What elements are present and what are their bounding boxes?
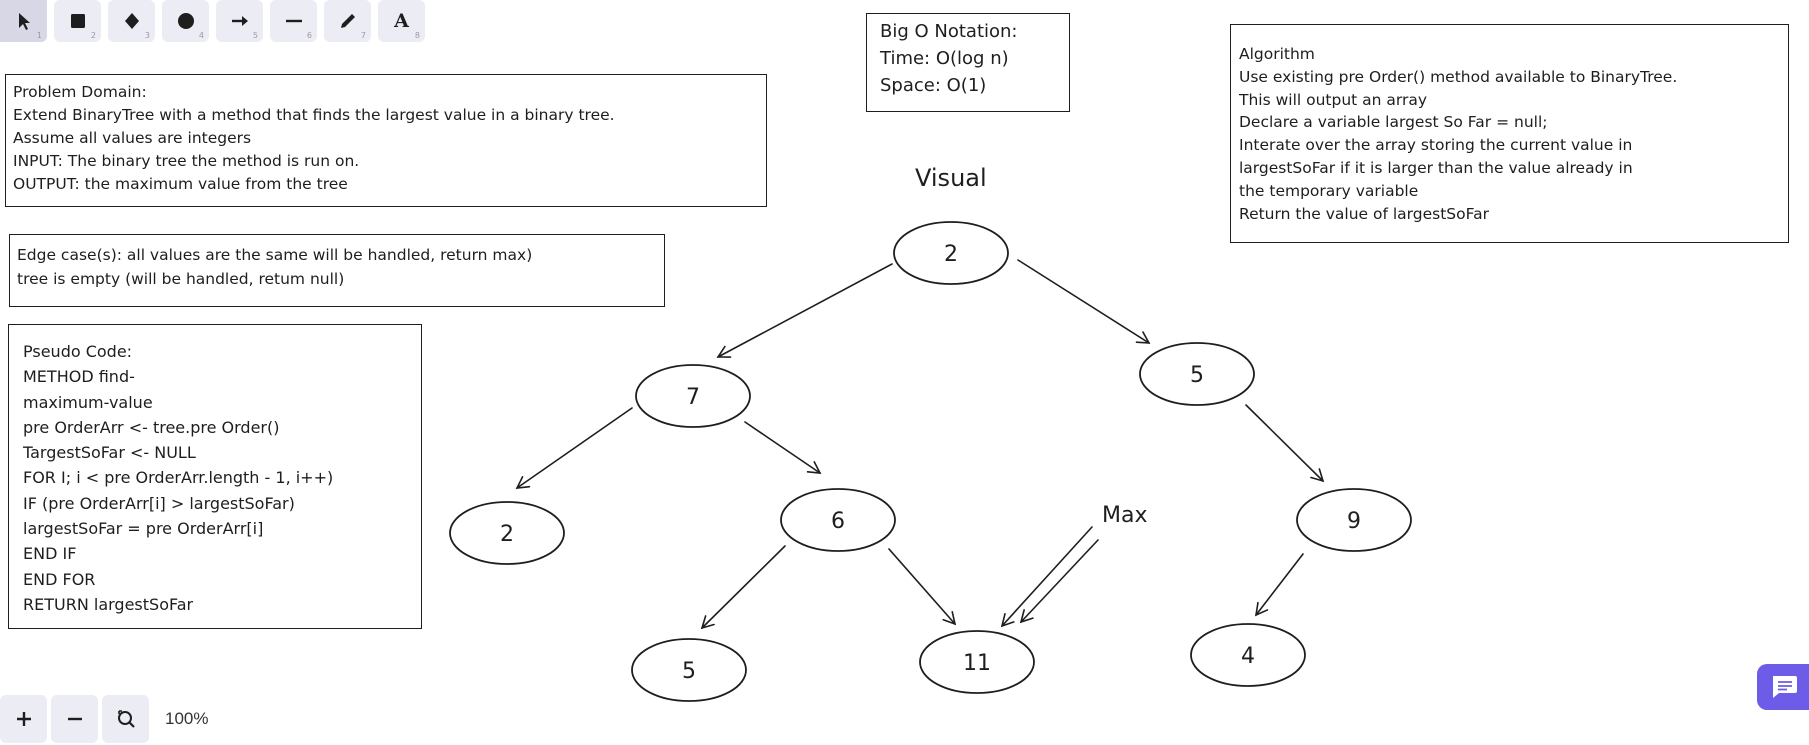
- pseudo-code-line: pre OrderArr <- tree.pre Order(): [23, 417, 280, 437]
- algorithm-line: Interate over the array storing the curr…: [1239, 136, 1633, 155]
- edge-7-right: [744, 421, 822, 474]
- visual-title: Visual: [915, 164, 987, 192]
- tree-node-7: [635, 364, 751, 428]
- algorithm-line: the temporary variable: [1239, 181, 1419, 200]
- tree-node-5-leaf: [631, 638, 747, 702]
- tree-node-6: [780, 488, 896, 552]
- edge-6-left: [700, 545, 786, 630]
- shortcut-key: 4: [198, 31, 204, 40]
- node-label-11: 11: [963, 651, 991, 676]
- shortcut-key: 8: [414, 31, 420, 40]
- node-label-7: 7: [686, 385, 700, 410]
- algorithm-line: Declare a variable largest So Far = null…: [1239, 113, 1548, 132]
- node-label-5-right: 5: [1190, 363, 1204, 388]
- node-label-6: 6: [831, 509, 845, 534]
- shortcut-key: 6: [306, 31, 312, 40]
- pseudo-code-line: maximum-value: [23, 392, 153, 412]
- node-label-4: 4: [1241, 644, 1255, 669]
- draw-tool-button[interactable]: 7: [324, 0, 371, 42]
- tree-node-11: [919, 630, 1035, 694]
- pseudo-code-line: END IF: [23, 544, 77, 564]
- plus-icon: [16, 712, 31, 726]
- big-o-line: Space: O(1): [880, 75, 987, 96]
- diamond-tool-button[interactable]: 3: [108, 0, 155, 42]
- zoom-in-button[interactable]: [0, 695, 47, 743]
- algorithm-line: Use existing pre Order() method availabl…: [1239, 67, 1678, 86]
- circle-icon: [177, 13, 194, 29]
- pseudo-code-line: TargestSoFar <- NULL: [23, 443, 196, 463]
- max-arrow-1: [1000, 526, 1093, 628]
- text-tool-button[interactable]: A 8: [378, 0, 425, 42]
- ellipse-tool-button[interactable]: 4: [162, 0, 209, 42]
- square-icon: [70, 14, 85, 28]
- shortcut-key: 3: [144, 31, 150, 40]
- edge-case-line: tree is empty (will be handled, retum nu…: [17, 270, 345, 288]
- shortcut-key: 2: [90, 31, 96, 40]
- algorithm-line: Return the value of largestSoFar: [1239, 204, 1489, 223]
- line-icon: [285, 19, 302, 23]
- diamond-icon: [124, 13, 139, 29]
- shortcut-key: 5: [252, 31, 258, 40]
- selection-tool-button[interactable]: 1: [0, 0, 47, 42]
- algorithm-box[interactable]: Algorithm Use existing pre Order() metho…: [1230, 24, 1789, 243]
- problem-domain-line: Assume all values are integers: [13, 129, 252, 147]
- edge-5-right: [1245, 404, 1325, 483]
- big-o-line: Time: O(log n): [880, 48, 1009, 69]
- pseudo-code-line: METHOD find-: [23, 367, 135, 387]
- node-label-root: 2: [944, 242, 958, 267]
- edge-case-line: Edge case(s): all values are the same wi…: [17, 246, 533, 264]
- node-label-5-leaf: 5: [682, 659, 696, 684]
- algorithm-line: Algorithm: [1239, 45, 1315, 63]
- zoom-out-button[interactable]: [51, 695, 98, 743]
- pseudo-code-line: RETURN largestSoFar: [23, 594, 194, 614]
- drawing-toolbar: 1 2 3 4 5 6 7 A 8: [0, 0, 425, 42]
- tree-node-2-leaf: [449, 501, 565, 565]
- shortcut-key: 1: [36, 31, 42, 40]
- edge-9-left: [1254, 553, 1304, 617]
- max-arrow-2: [1019, 539, 1099, 624]
- big-o-box[interactable]: Big O Notation: Time: O(log n) Space: O(…: [866, 13, 1070, 112]
- problem-domain-line: INPUT: The binary tree the method is run…: [13, 152, 360, 170]
- pseudo-code-line: END FOR: [23, 569, 96, 589]
- chat-bubble-icon: [1773, 676, 1797, 698]
- node-label-2-leaf: 2: [500, 522, 514, 547]
- algorithm-line: largestSoFar if it is larger than the va…: [1239, 158, 1633, 177]
- chat-button[interactable]: [1757, 664, 1809, 710]
- pointer-icon: [18, 13, 30, 30]
- edge-7-left: [515, 407, 633, 489]
- max-label: Max: [1102, 503, 1147, 528]
- pseudo-code-line: IF (pre OrderArr[i] > largestSoFar): [23, 493, 295, 513]
- line-tool-button[interactable]: 6: [270, 0, 317, 42]
- edge-cases-box[interactable]: Edge case(s): all values are the same wi…: [9, 234, 665, 307]
- arrow-tool-button[interactable]: 5: [216, 0, 263, 42]
- reset-zoom-button[interactable]: [102, 695, 149, 743]
- edge-root-right: [1017, 259, 1151, 344]
- tree-node-4: [1190, 623, 1306, 687]
- shortcut-key: 7: [360, 31, 366, 40]
- rectangle-tool-button[interactable]: 2: [54, 0, 101, 42]
- big-o-line: Big O Notation:: [880, 21, 1018, 42]
- pseudo-code-line: Pseudo Code:: [23, 342, 133, 361]
- tree-node-root: [893, 221, 1009, 285]
- tree-node-5-right: [1139, 342, 1255, 406]
- edge-6-right: [888, 548, 957, 626]
- arrow-icon: [231, 16, 248, 26]
- problem-domain-box[interactable]: Problem Domain: Extend BinaryTree with a…: [5, 74, 767, 207]
- pseudo-code-box[interactable]: Pseudo Code: METHOD find- maximum-value …: [8, 324, 422, 629]
- pseudo-code-line: FOR I; i < pre OrderArr.length - 1, i++): [23, 468, 334, 488]
- node-label-9: 9: [1347, 509, 1361, 534]
- problem-domain-line: Extend BinaryTree with a method that fin…: [13, 106, 615, 124]
- zoom-level-label: 100%: [165, 709, 209, 728]
- problem-domain-line: OUTPUT: the maximum value from the tree: [13, 175, 348, 193]
- text-icon: A: [394, 10, 409, 32]
- edge-root-left: [716, 263, 893, 358]
- zoom-controls: 100%: [0, 695, 208, 743]
- minus-icon: [67, 717, 82, 721]
- tree-node-9: [1296, 488, 1412, 552]
- pseudo-code-line: largestSoFar = pre OrderArr[i]: [23, 519, 264, 539]
- zoom-reset-icon: [117, 710, 135, 728]
- problem-domain-line: Problem Domain:: [13, 83, 147, 101]
- pencil-icon: [340, 14, 355, 28]
- algorithm-line: This will output an array: [1239, 90, 1428, 109]
